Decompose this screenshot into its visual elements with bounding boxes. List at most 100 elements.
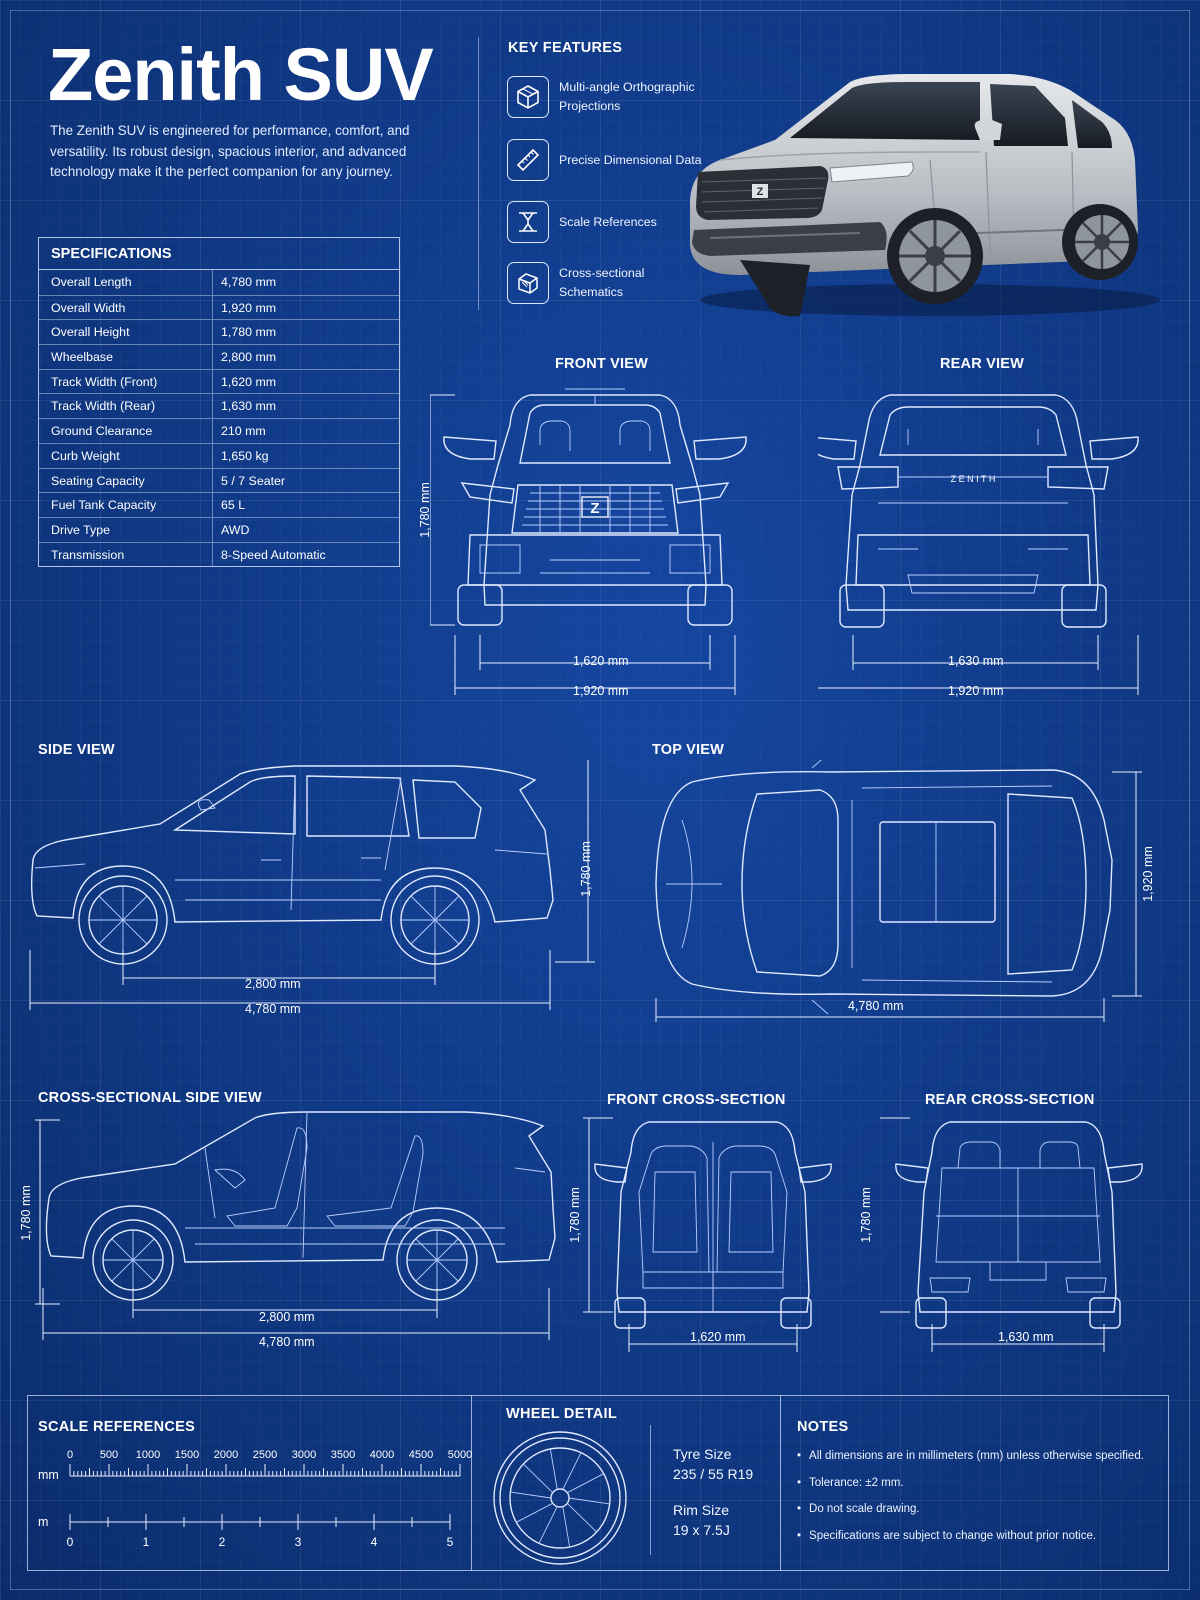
spec-label: Overall Length <box>39 270 213 295</box>
top-width-dimension: 1,920 mm <box>1140 846 1155 902</box>
wheel-spoke <box>549 1448 558 1490</box>
mm-unit-label: mm <box>38 1468 59 1482</box>
notes-list: All dimensions are in millimeters (mm) u… <box>797 1443 1167 1549</box>
front-cross-section-drawing <box>583 1117 832 1352</box>
top-length-dimension: 4,780 mm <box>848 999 904 1013</box>
wheel-detail-heading: WHEEL DETAIL <box>506 1406 618 1422</box>
spec-value: 1,620 mm <box>221 374 277 389</box>
cross-section-icon <box>507 262 549 304</box>
side-view-title: SIDE VIEW <box>38 742 115 758</box>
spec-value: 1,780 mm <box>221 325 277 340</box>
rear-cross-section-title: REAR CROSS-SECTION <box>925 1092 1095 1108</box>
mm-tick-label: 5000 <box>448 1449 472 1461</box>
top-view-title: TOP VIEW <box>652 742 724 758</box>
wheel-spec-divider <box>650 1425 651 1555</box>
cross-side-wheelbase-dimension: 2,800 mm <box>259 1310 315 1324</box>
spec-value: 1,920 mm <box>221 300 277 315</box>
mm-tick-label: 2000 <box>214 1449 238 1461</box>
spec-label: Seating Capacity <box>39 468 213 493</box>
front-cross-section-title: FRONT CROSS-SECTION <box>607 1092 786 1108</box>
hero-front-wheel <box>887 208 983 304</box>
scale-references-heading: SCALE REFERENCES <box>38 1419 196 1435</box>
spec-value: AWD <box>221 522 250 537</box>
m-tick-label: 2 <box>219 1535 226 1549</box>
rear-view-drawing: Z E N I T H <box>818 394 1139 695</box>
spec-row: Track Width (Rear)1,630 mm <box>39 393 399 419</box>
mm-tick-label: 0 <box>67 1449 73 1461</box>
intro-text: The Zenith SUV is engineered for perform… <box>50 123 410 179</box>
rear-cross-height-dimension: 1,780 mm <box>858 1187 873 1243</box>
spec-label: Fuel Tank Capacity <box>39 493 213 517</box>
spec-label: Drive Type <box>39 517 213 542</box>
m-unit-label: m <box>38 1515 49 1529</box>
hero-badge: Z <box>757 186 764 198</box>
front-cross-track-dimension: 1,620 mm <box>690 1330 746 1344</box>
spec-label: Overall Height <box>39 320 213 345</box>
spec-row: Seating Capacity 5 / 7 Seater <box>39 467 399 493</box>
spec-value: 1,650 kg <box>221 448 269 463</box>
wheel-spoke <box>516 1502 553 1523</box>
mm-tick-label: 1500 <box>175 1449 199 1461</box>
spec-row: Curb Weight 1,650 kg <box>39 442 399 468</box>
m-tick-label: 4 <box>371 1535 378 1549</box>
cube-icon <box>507 76 549 118</box>
rear-track-dimension: 1,630 mm <box>948 654 1004 668</box>
spec-value: 210 mm <box>221 424 266 439</box>
rim-size-value: 19 x 7.5J <box>673 1522 730 1538</box>
spec-label: Ground Clearance <box>39 419 213 443</box>
rear-cross-section-drawing <box>880 1117 1143 1352</box>
cross-side-view-drawing <box>35 1111 556 1340</box>
wheel-spoke <box>510 1491 552 1499</box>
key-features-heading: KEY FEATURES <box>508 40 623 56</box>
spec-label: Curb Weight <box>39 443 213 468</box>
scale-icon <box>507 201 549 243</box>
rear-cross-track-dimension: 1,630 mm <box>998 1330 1054 1344</box>
note-item: Specifications are subject to change wit… <box>797 1523 1167 1550</box>
panel-divider <box>780 1395 781 1571</box>
note-item: Tolerance: ±2 mm. <box>797 1470 1167 1497</box>
front-badge: Z <box>590 500 599 517</box>
spec-value: 2,800 mm <box>221 350 277 365</box>
side-view-drawing <box>29 760 595 1010</box>
wheel-spoke <box>566 1502 597 1533</box>
wheel-spoke <box>523 1463 554 1494</box>
feature-label: Cross-sectional Schematics <box>559 266 645 299</box>
spec-value: 4,780 mm <box>221 275 277 289</box>
mm-tick-label: 3000 <box>292 1449 316 1461</box>
cross-side-view-title: CROSS-SECTIONAL SIDE VIEW <box>38 1090 262 1106</box>
spec-label: Transmission <box>39 542 213 567</box>
feature-item-cross-section: Cross-sectional Schematics <box>507 262 709 304</box>
m-tick-label: 0 <box>67 1535 74 1549</box>
spec-row: Overall Height 1,780 mm <box>39 319 399 345</box>
panel-divider <box>471 1395 472 1571</box>
wheel-spoke <box>538 1506 558 1544</box>
m-tick-label: 3 <box>295 1535 302 1549</box>
feature-label: Scale References <box>559 214 657 229</box>
tyre-size-label: Tyre Size <box>673 1446 732 1462</box>
spec-value: 5 / 7 Seater <box>221 473 286 488</box>
mm-tick-label: 3500 <box>331 1449 355 1461</box>
feature-item-dimensional: Precise Dimensional Data <box>507 139 709 181</box>
spec-row: Overall Length 4,780 mm <box>39 270 399 295</box>
note-item: Do not scale drawing. <box>797 1496 1167 1523</box>
front-view-title: FRONT VIEW <box>555 356 649 372</box>
mm-tick-label: 1000 <box>136 1449 160 1461</box>
page-title: Zenith SUV <box>48 33 434 116</box>
rear-width-dimension: 1,920 mm <box>948 684 1004 698</box>
feature-label: Precise Dimensional Data <box>559 152 702 167</box>
side-height-dimension: 1,780 mm <box>578 841 593 897</box>
m-tick-label: 1 <box>143 1535 150 1549</box>
mm-tick-label: 500 <box>100 1449 118 1461</box>
tyre-size-value: 235 / 55 R19 <box>673 1466 754 1482</box>
spec-row: Track Width (Front) 1,620 mm <box>39 368 399 394</box>
spec-row: Ground Clearance 210 mm <box>39 418 399 443</box>
ruler-icon <box>507 139 549 181</box>
feature-label: Multi-angle Orthographic Projections <box>559 80 695 113</box>
spec-label: Track Width (Front) <box>39 369 213 394</box>
